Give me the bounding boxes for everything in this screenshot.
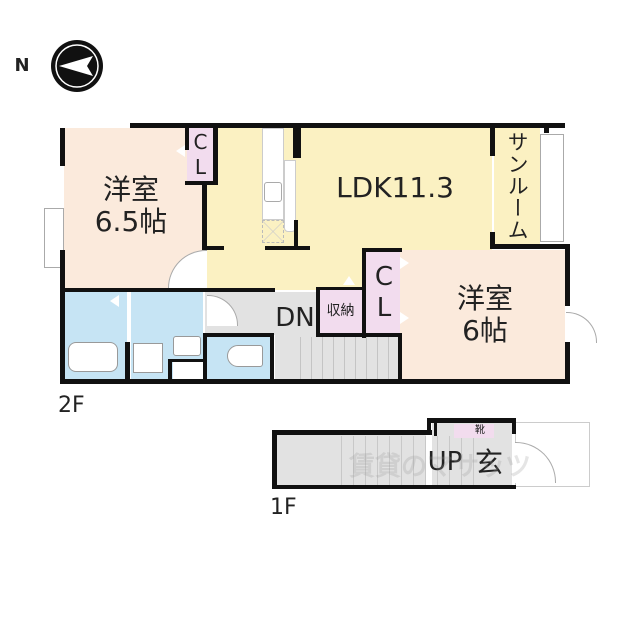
wall xyxy=(60,128,65,166)
sunroom xyxy=(494,127,540,245)
wall xyxy=(213,128,218,185)
window-west xyxy=(44,208,64,268)
north-arrow-icon xyxy=(49,38,105,94)
western-room-b-label: 洋室 6帖 xyxy=(410,275,560,355)
wall xyxy=(130,123,565,128)
closet-door-marker xyxy=(400,312,409,324)
window-sunroom xyxy=(540,134,564,242)
wall xyxy=(60,288,275,292)
wall xyxy=(202,246,224,250)
toilet-icon xyxy=(227,345,263,367)
closet-a-label: CL xyxy=(188,130,213,180)
wall xyxy=(512,418,516,434)
wall xyxy=(490,128,495,156)
shoe-box xyxy=(454,424,494,438)
wall xyxy=(185,181,218,185)
door-swing-c xyxy=(566,312,597,343)
stairs-up-label: UP xyxy=(427,447,463,478)
ldk-lower xyxy=(205,245,363,290)
wall xyxy=(60,250,65,384)
wall xyxy=(490,232,495,246)
wall xyxy=(270,333,274,383)
sunroom-label: サンルーム xyxy=(505,131,530,241)
wall xyxy=(490,244,570,249)
watermark: 賃貸のマサッツ xyxy=(348,452,531,483)
wall xyxy=(168,359,172,382)
wall xyxy=(427,418,515,423)
wall xyxy=(272,430,432,435)
wall xyxy=(294,220,298,248)
kitchen-sink-icon xyxy=(264,182,282,202)
room-name: 洋室 xyxy=(456,281,513,315)
bath-door-marker xyxy=(110,295,119,307)
western-room-a-label: 洋室 6.5帖 xyxy=(66,168,196,244)
stairs-down-label: DN xyxy=(275,303,315,334)
storage xyxy=(320,290,362,335)
wall xyxy=(272,485,516,489)
western-room-b xyxy=(400,250,565,382)
closet-a xyxy=(187,127,213,183)
closet-door-marker xyxy=(400,257,409,269)
floor-plan-1f: 靴 UP 玄 賃貸のマサッツ 1F xyxy=(0,400,640,530)
storage-label: 収納 xyxy=(326,302,355,319)
wall xyxy=(565,246,570,306)
wall xyxy=(316,333,402,337)
wall xyxy=(60,379,570,384)
wall xyxy=(316,287,364,290)
wall xyxy=(272,430,277,488)
shoe-box-label: 靴 xyxy=(475,424,485,436)
wall xyxy=(265,246,310,250)
wall xyxy=(203,333,273,337)
kitchen-island xyxy=(284,160,296,232)
floor-label-2f: 2F xyxy=(58,393,85,419)
wall xyxy=(565,342,570,384)
room-size: 6帖 xyxy=(462,314,508,347)
stair-treads-1f xyxy=(330,436,480,486)
wall xyxy=(168,359,204,362)
wall xyxy=(202,185,207,250)
wall xyxy=(185,128,189,150)
wall xyxy=(203,335,207,382)
bathtub-icon xyxy=(68,342,118,372)
washroom-cabinet xyxy=(173,362,203,382)
closet-door-marker xyxy=(176,145,185,157)
wall xyxy=(544,123,549,133)
closet-b xyxy=(365,250,400,335)
washing-machine-icon xyxy=(133,343,163,373)
storage-door-marker xyxy=(343,276,355,285)
wall xyxy=(362,248,366,338)
wall xyxy=(362,248,402,252)
wall xyxy=(293,128,301,158)
washbasin-icon xyxy=(173,336,201,356)
wall xyxy=(316,287,320,337)
entrance-label: 玄 xyxy=(474,445,503,479)
wall xyxy=(434,420,437,436)
north-label: N xyxy=(14,54,30,76)
fridge-space-icon xyxy=(262,220,284,243)
kitchen-counter xyxy=(262,128,284,220)
wall xyxy=(398,333,402,383)
floor-label-1f: 1F xyxy=(270,495,297,521)
ldk-label: LDK11.3 xyxy=(336,170,454,204)
wall xyxy=(125,342,130,382)
closet-b-label: CL xyxy=(368,261,399,324)
floor-plan-2f: 洋室 6.5帖 CL LDK11.3 サンルーム 洋室 6帖 CL 収納 DN … xyxy=(44,123,597,418)
room-size: 6.5帖 xyxy=(94,205,168,238)
wall xyxy=(427,418,431,435)
stair-treads xyxy=(290,337,398,382)
room-name: 洋室 xyxy=(102,172,159,206)
